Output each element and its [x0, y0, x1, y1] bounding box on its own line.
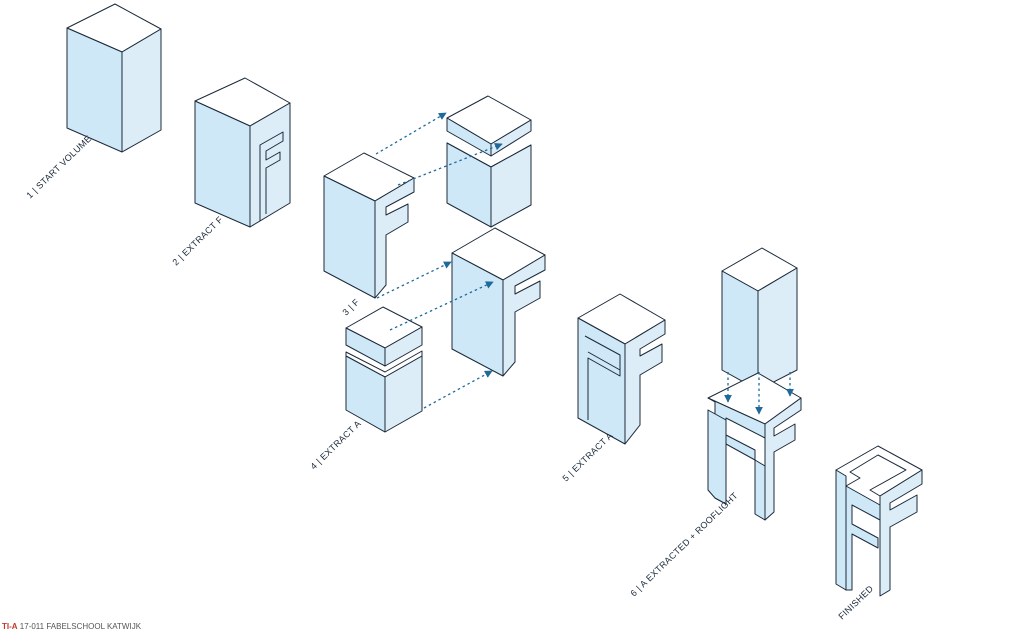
step-label-3: 3 | F: [340, 297, 361, 318]
rooflight-volume: [721, 247, 798, 391]
f-cutout-bottom: [446, 142, 532, 228]
a-cutout-bottom: [345, 350, 423, 433]
arrow-a-1: [376, 261, 452, 299]
extract-a-volume: [577, 293, 666, 445]
start-volume: [66, 3, 162, 153]
arrow-a-2: [389, 281, 494, 331]
arrow-a-3: [423, 370, 493, 409]
step-label-2: 2 | EXTRACT F: [170, 214, 225, 267]
finished-volume: [835, 445, 923, 597]
arrows: [375, 112, 794, 415]
step-label-6: 6 | A EXTRACTED + ROOFLIGHT: [628, 490, 740, 598]
a-cutout-top: [345, 306, 423, 367]
big-f-volume: [451, 227, 546, 377]
arrow-f-bottom: [397, 142, 503, 186]
extract-f-volume: [194, 77, 291, 228]
f-cutout-top: [446, 95, 532, 157]
footer-brand: TI-A: [2, 622, 18, 631]
step-label-5: 5 | EXTRACT A: [560, 430, 614, 483]
step-label-1: 1 | START VOLUME: [24, 133, 93, 200]
step-label-finished: FINISHED: [836, 583, 875, 621]
a-extracted-frame: [707, 372, 802, 521]
footer: TI-A 17-011 FABELSCHOOL KATWIJK: [2, 622, 141, 631]
step-label-4: 4 | EXTRACT A: [308, 418, 362, 471]
f-volume: [323, 152, 415, 299]
footer-project: 17-011 FABELSCHOOL KATWIJK: [19, 622, 142, 631]
arrow-f-top: [375, 112, 447, 155]
